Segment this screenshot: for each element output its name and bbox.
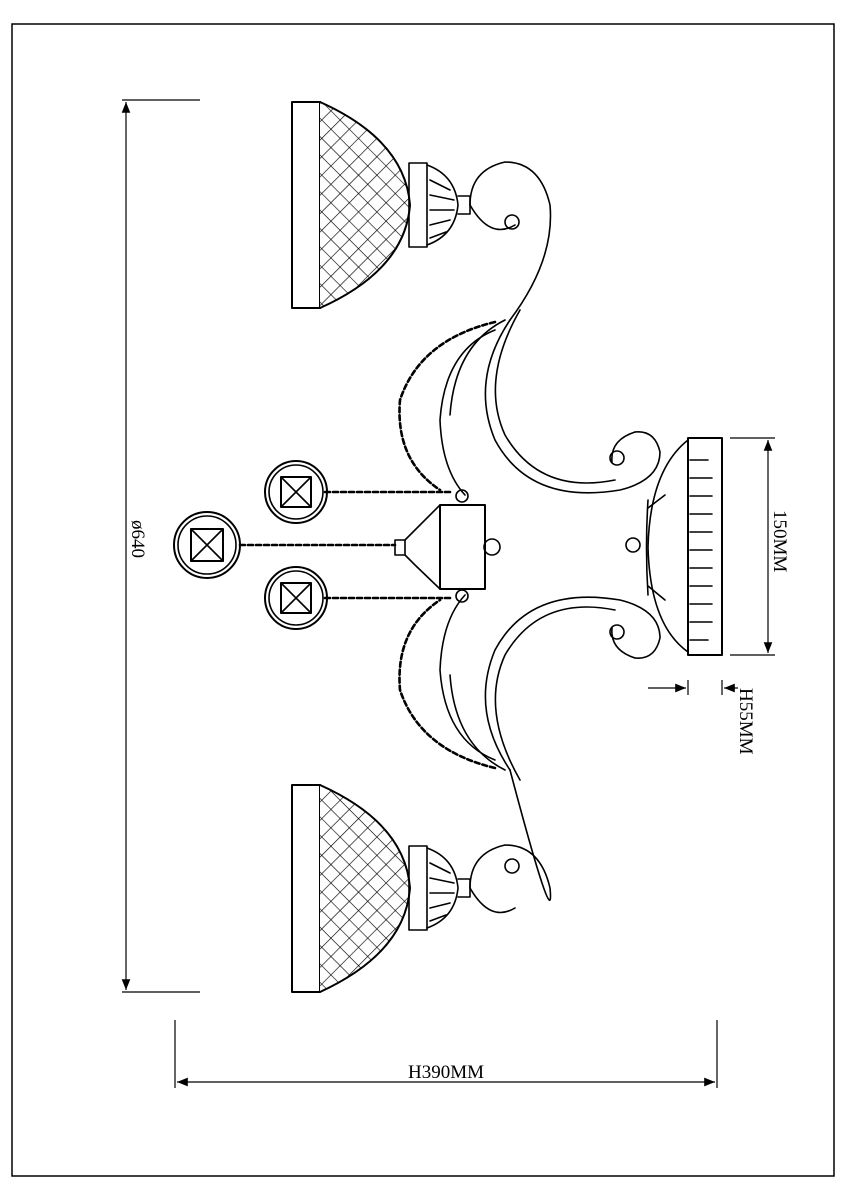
arm-bottom — [439, 594, 661, 781]
diameter-label: ø640 — [127, 520, 148, 558]
height-dimension — [174, 1020, 718, 1088]
canopy-height-label: H55MM — [735, 688, 756, 755]
canopy-dimension — [730, 437, 775, 656]
chain-upper — [323, 320, 497, 494]
center-body — [394, 489, 501, 603]
arm-top — [439, 309, 661, 496]
crystal-pendant-upper — [264, 460, 328, 524]
lamp-shade-top — [291, 101, 552, 321]
canopy-label: 150MM — [769, 510, 790, 572]
sheet-border — [11, 23, 835, 1177]
chain-lower — [323, 596, 497, 770]
crystal-pendant-lower — [264, 566, 328, 630]
crystal-pendant-middle — [173, 511, 241, 579]
lamp-shade-bottom — [291, 769, 552, 993]
height-label: H390MM — [408, 1062, 484, 1083]
canopy-height-dimension — [648, 680, 738, 695]
ceiling-canopy — [625, 437, 723, 656]
diameter-dimension — [121, 99, 200, 993]
